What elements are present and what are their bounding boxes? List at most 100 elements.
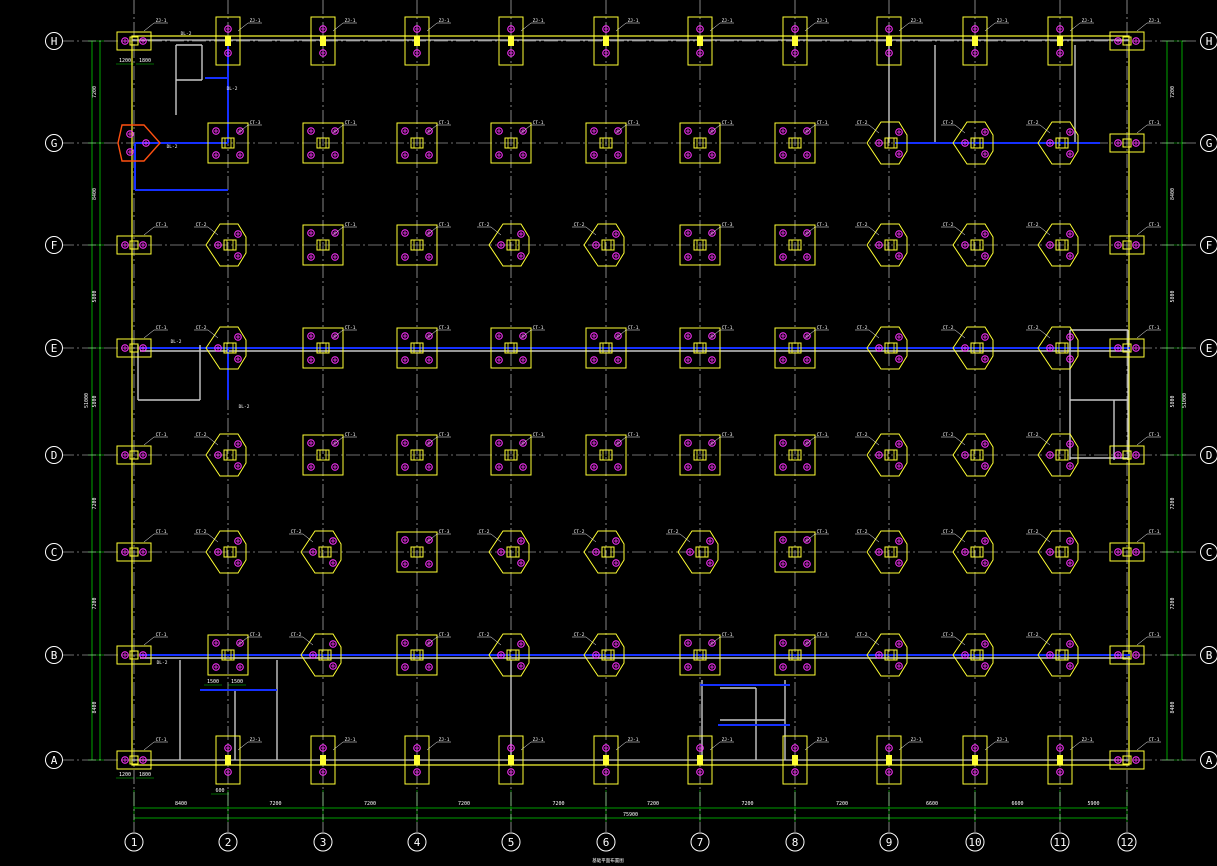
axis-bubble-row-right-C [1200, 543, 1217, 561]
pile [214, 451, 222, 459]
pile [425, 332, 433, 340]
pile-cap-2 [116, 542, 152, 562]
pile [1114, 651, 1122, 659]
column-stub [788, 649, 802, 661]
cap-tag: CT-2 [668, 529, 679, 535]
cap-tag-leader [679, 533, 691, 543]
column-stub [697, 36, 703, 46]
pile-cap-2 [1109, 645, 1145, 665]
cap-tag: CT-2 [857, 325, 868, 331]
pile [1066, 440, 1074, 448]
column-stub [1122, 650, 1132, 660]
column-stub [504, 342, 518, 354]
pile [708, 332, 716, 340]
pile-cap-2 [1109, 338, 1145, 358]
cap-tag-leader [804, 533, 816, 543]
column-stub [506, 239, 520, 251]
pile [981, 230, 989, 238]
cap-tag-leader [954, 533, 966, 543]
column-stub [223, 449, 237, 461]
pile-cap-3 [1037, 633, 1079, 677]
cap-tag: CT-2 [291, 529, 302, 535]
column-stub [1055, 649, 1069, 661]
pile-cap-4 [396, 531, 438, 573]
cap-tag: CT-2 [857, 529, 868, 535]
axis-bubble-row-right-D [1200, 446, 1217, 464]
pile [684, 151, 692, 159]
cap-tag: CT-3 [439, 529, 450, 535]
axis-label-col: 11 [1053, 836, 1066, 849]
pile [331, 229, 339, 237]
cap-tag-leader [1136, 741, 1148, 751]
pile [779, 356, 787, 364]
cap-tag: CT-1 [156, 737, 167, 743]
pile [706, 559, 714, 567]
pile [329, 559, 337, 567]
cap-tag-leader [490, 636, 502, 646]
pile [507, 49, 515, 57]
pile [590, 151, 598, 159]
pile [961, 651, 969, 659]
pile-cap-3 [300, 530, 342, 574]
cap-tag: CT-1 [156, 632, 167, 638]
pile [885, 49, 893, 57]
column-stub [599, 137, 613, 149]
pile [592, 651, 600, 659]
axis-label-col: 9 [886, 836, 893, 849]
axis-bubble-row-right-B [1200, 646, 1217, 664]
pile [307, 463, 315, 471]
axis-label-row-right: E [1206, 342, 1213, 355]
pile [779, 151, 787, 159]
column-stub [410, 342, 424, 354]
pile-cap-4 [302, 122, 344, 164]
axis-label-row-right: A [1206, 754, 1213, 767]
pile [614, 356, 622, 364]
dim-text-bottom: 7200 [647, 801, 659, 807]
pile [517, 640, 525, 648]
pile [803, 127, 811, 135]
cap-tag: CT-3 [817, 632, 828, 638]
cap-tag: CT-1 [1149, 120, 1160, 126]
pile [401, 253, 409, 261]
column-stub [1055, 546, 1069, 558]
pile-cap-2 [215, 16, 241, 66]
pile-cap-4 [490, 122, 532, 164]
pile [519, 439, 527, 447]
pile [971, 49, 979, 57]
column-stub [693, 342, 707, 354]
pile [224, 768, 232, 776]
pile [1114, 37, 1122, 45]
cap-tag: CT-2 [943, 432, 954, 438]
column-stub [410, 649, 424, 661]
pile [791, 25, 799, 33]
pile-cap-4 [396, 327, 438, 369]
pile [612, 230, 620, 238]
cap-tag-leader [1136, 533, 1148, 543]
dim-text-right: 8400 [1170, 188, 1176, 200]
pile-cap-2 [782, 16, 808, 66]
axis-bubble-col-7 [690, 832, 710, 852]
cap-tag: CT-2 [479, 529, 490, 535]
cap-tag-leader [332, 436, 344, 446]
cap-tag: ZJ-1 [817, 18, 828, 24]
pile [895, 252, 903, 260]
column-stub [504, 137, 518, 149]
axis-label-col: 3 [320, 836, 327, 849]
pile [875, 651, 883, 659]
cap-tag: ZJ-1 [722, 18, 733, 24]
cap-tag: CT-2 [196, 325, 207, 331]
pile [1056, 25, 1064, 33]
column-stub [225, 36, 231, 46]
column-stub [972, 755, 978, 765]
column-stub [316, 449, 330, 461]
column-stub [318, 546, 332, 558]
axis-label-row-left: A [51, 754, 58, 767]
cap-tag: CT-3 [250, 120, 261, 126]
pile-cap-3 [952, 326, 994, 370]
pile [590, 439, 598, 447]
cap-tag-leader [426, 226, 438, 236]
pile-cap-2 [1109, 750, 1145, 770]
cap-tag-leader [490, 533, 502, 543]
cap-tag-leader [868, 533, 880, 543]
